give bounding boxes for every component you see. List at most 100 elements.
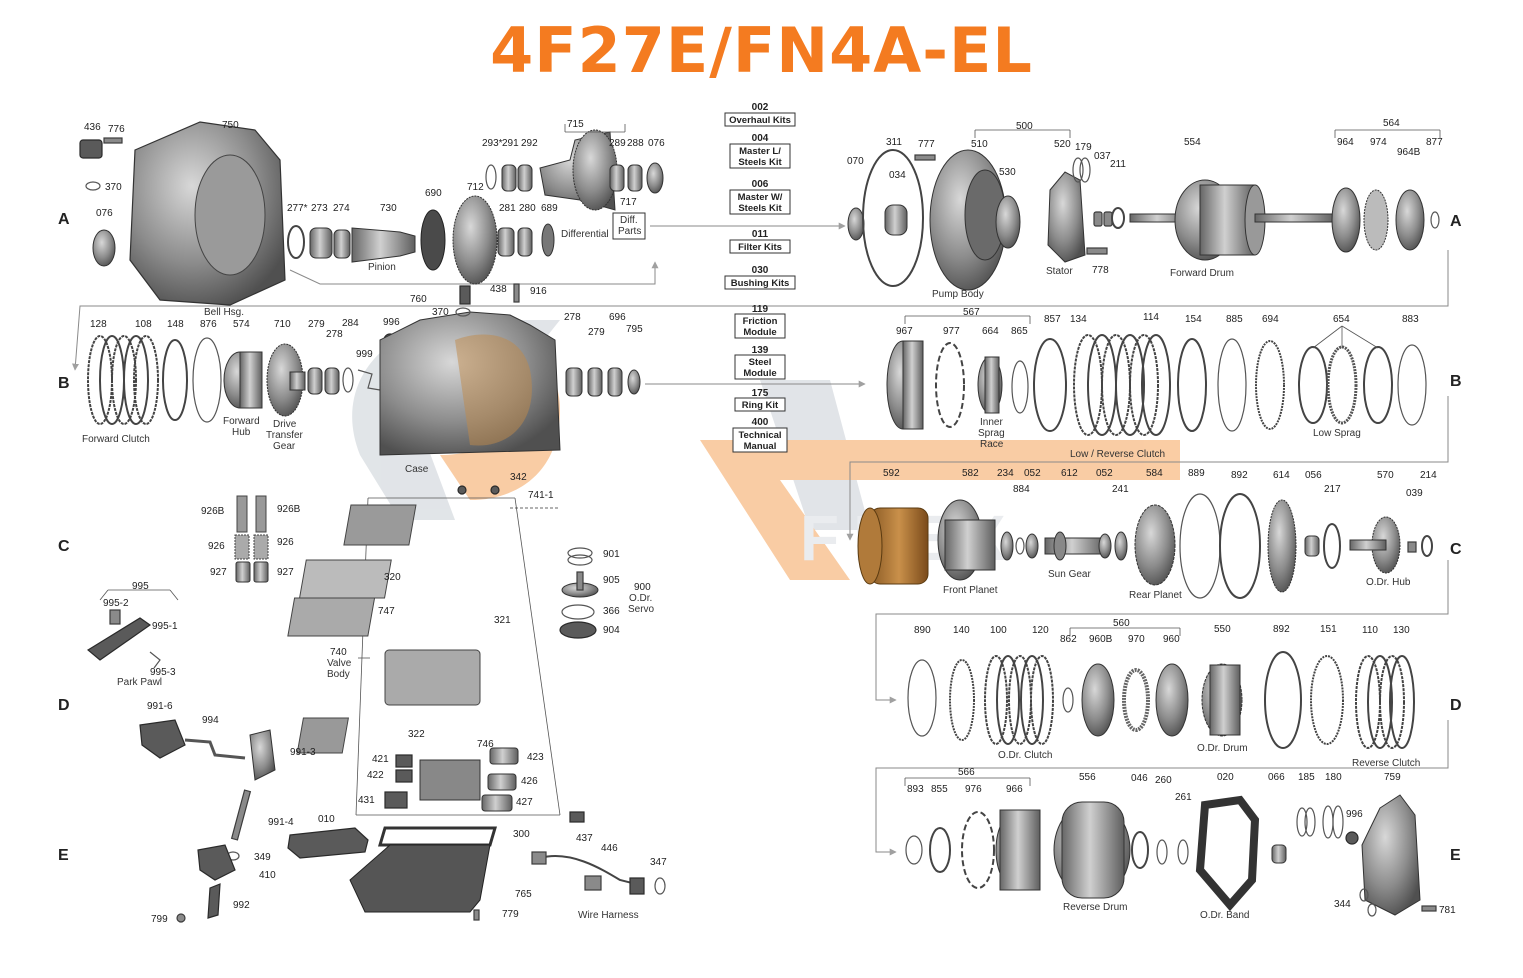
row-d-left-numbers: 740 991-6 994 991-3 322 746 421 423 422 … [147,647,544,808]
part-number: 510 [971,139,988,150]
gear-690 [420,209,446,271]
part-number: 278 [564,312,581,323]
spring-999 [357,369,381,391]
ring-893 [905,835,923,865]
kit-label: Overhaul Kits [729,115,791,126]
bearing-696 [607,367,623,397]
label-stator: Stator [1046,266,1073,277]
part-number: 056 [1305,470,1322,481]
shim-689 [541,223,555,257]
bolt-777 [914,154,936,161]
part-number: 289 [609,138,626,149]
part-number: 437 [576,833,593,844]
plug-996-e [1345,831,1359,845]
bolt-781 [1421,905,1437,912]
ring-046 [1131,831,1149,869]
label-rear-planet: Rear Planet [1129,590,1182,601]
part-number: 892 [1273,624,1290,635]
plug-342a [457,485,467,495]
ring-179a [1072,157,1084,183]
washer-241 [1114,531,1128,561]
stator [1047,171,1086,263]
part-number: 010 [318,814,335,825]
part-number: 530 [999,167,1016,178]
ring-gear-614 [1267,499,1297,593]
kit-label: Technical [738,430,781,441]
part-number: 614 [1273,470,1290,481]
part-number: 927 [210,567,227,578]
ring-885 [1217,338,1247,432]
row-d-left-labels: Valve Body [327,658,352,680]
solenoid-423 [489,747,519,765]
row-letter-b-right: B [1450,373,1462,390]
row-e-right-labels: Reverse Drum O.Dr. Band [1063,902,1249,921]
part-number: 426 [521,776,538,787]
bolt-779 [473,909,480,921]
filter-010 [287,827,369,859]
race-964 [1331,187,1361,253]
part-number: 564 [1383,118,1400,129]
part-number: 241 [1112,484,1129,495]
part-number: 076 [96,208,113,219]
part-number: 349 [254,852,271,863]
part-number: 520 [1054,139,1071,150]
ring-890 [907,659,937,737]
part-number: 995-1 [152,621,178,632]
part-number: 556 [1079,772,1096,783]
part-number: 740 [330,647,347,658]
kit-label: Steel [749,357,772,368]
part-number: 960 [1163,634,1180,645]
cover-904 [559,621,597,639]
label-forward-hub: Forward [223,416,260,427]
wire-harness [539,855,641,886]
part-number: 991-3 [290,747,316,758]
solenoid-422 [395,769,413,783]
bearing-289 [609,164,625,192]
race-960 [1155,663,1189,737]
ring-347 [654,877,666,895]
part-number: 750 [222,120,239,131]
bearing-279-b [587,367,603,397]
part-number: 128 [90,319,107,330]
label-drive-gear: Transfer [266,430,304,441]
part-number: 260 [1155,775,1172,786]
part-number: 423 [527,752,544,763]
sprag-970 [1122,668,1150,732]
row-c-right-parts [857,493,1433,599]
part-number: 261 [1175,792,1192,803]
row-letter-d-left: D [58,697,70,714]
part-number: 893 [907,784,924,795]
row-b-right-parts [886,315,1427,436]
part-number: 076 [648,138,665,149]
part-number: 960B [1089,634,1113,645]
kit-number: 011 [752,229,769,240]
kit-label: Friction [743,316,778,327]
part-number: 966 [1006,784,1023,795]
part-number: 421 [372,754,389,765]
row-d-left-parts [139,649,519,812]
row-b-right-labels: Inner Sprag Race Low / Reverse Clutch Lo… [978,417,1361,460]
row-b-left-parts [87,307,641,456]
bearing-274 [333,229,351,259]
label-pinion: Pinion [368,262,396,273]
part-number: 974 [1370,137,1387,148]
kit-label: Module [743,368,776,379]
pinion-gear [351,227,416,263]
part-number: 291 [502,138,519,149]
ring-180a [1322,805,1334,839]
part-number: 730 [380,203,397,214]
part-number: 217 [1324,484,1341,495]
solenoid-426 [487,773,517,791]
part-number: 760 [410,294,427,305]
plate-148 [162,339,188,421]
bolt-776 [103,137,123,144]
bolt-799 [176,913,186,923]
connector-437 [569,811,585,823]
label-inner-sprag-race: Inner [980,417,1003,428]
bolt-916 [513,283,520,303]
part-number: 052 [1096,468,1113,479]
row-e-right-numbers: 566 893 855 976 966 556 046 260 261 020 … [907,767,1456,916]
part-number: 967 [896,326,913,337]
label-odr-clutch: O.Dr. Clutch [998,750,1052,761]
washer-052b [1098,533,1112,559]
